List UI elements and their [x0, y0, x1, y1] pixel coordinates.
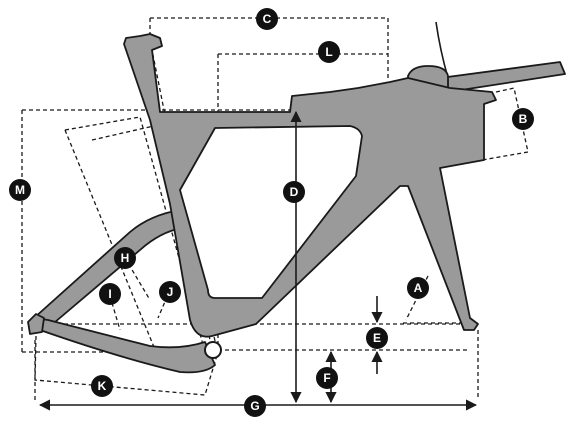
label-f-badge: F	[316, 367, 338, 389]
label-a-badge: A	[407, 277, 429, 299]
label-b-badge: B	[512, 108, 534, 130]
svg-text:L: L	[325, 45, 332, 59]
svg-text:D: D	[290, 185, 299, 199]
label-j-badge: J	[159, 281, 181, 303]
label-g-badge: G	[244, 395, 266, 417]
svg-text:C: C	[263, 12, 272, 26]
svg-text:G: G	[250, 399, 259, 413]
label-l-badge: L	[318, 41, 340, 63]
label-e-badge: E	[366, 327, 388, 349]
svg-text:E: E	[373, 331, 381, 345]
svg-text:A: A	[414, 281, 423, 295]
label-d-badge: D	[283, 181, 305, 203]
bike-frame	[27, 21, 566, 374]
svg-text:H: H	[121, 251, 130, 265]
svg-text:M: M	[15, 183, 25, 197]
svg-text:J: J	[167, 285, 174, 299]
svg-text:B: B	[519, 112, 528, 126]
label-m-badge: M	[9, 179, 31, 201]
label-i-badge: I	[99, 283, 121, 305]
label-h-badge: H	[114, 247, 136, 269]
svg-text:K: K	[98, 379, 107, 393]
svg-text:F: F	[323, 371, 330, 385]
label-k-badge: K	[91, 375, 113, 397]
label-c-badge: C	[256, 8, 278, 30]
svg-text:I: I	[108, 287, 111, 301]
